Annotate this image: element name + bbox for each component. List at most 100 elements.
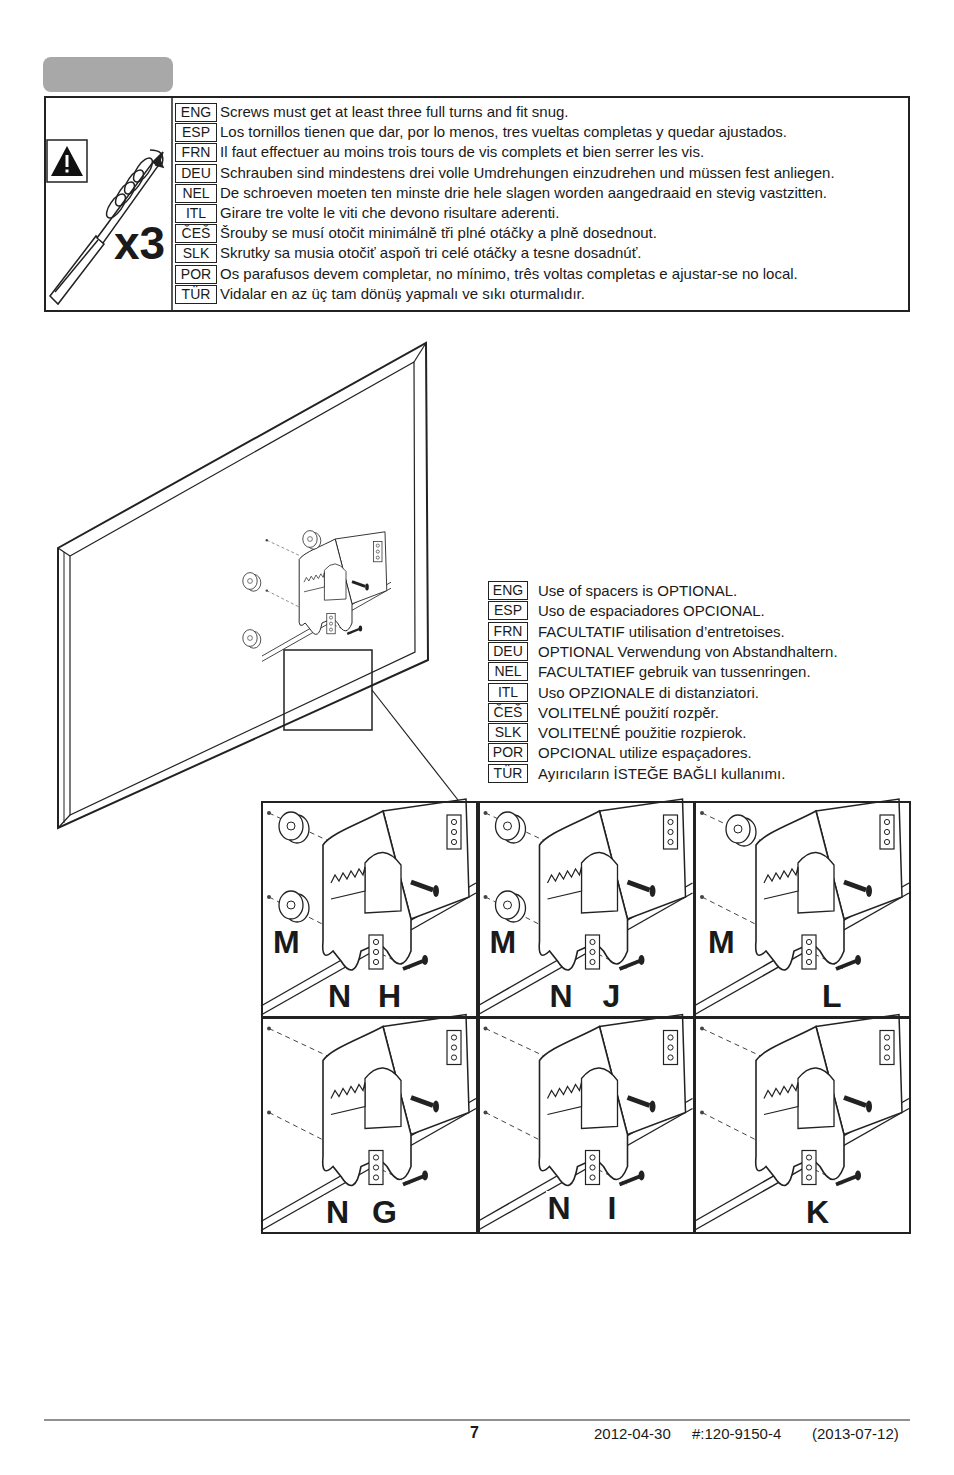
instruction-text: Screws must get at least three full turn… [220,103,569,121]
language-code-box: POR [488,743,528,762]
part-letter: M [271,925,302,959]
language-code: ESP [494,602,522,619]
language-code-box: ENG [488,581,528,600]
zoom-frame [284,650,372,730]
part-letter: L [820,979,844,1013]
language-code-box: FRN [488,622,528,641]
language-code-box: ČEŠ [175,224,217,243]
language-code-box: SLK [488,723,528,742]
language-code-box: SLK [175,244,217,263]
language-code: SLK [183,245,209,262]
zoom-leader [372,690,458,800]
spacer-note: FACULTATIF utilisation d’entretoises. [538,622,785,641]
language-code: POR [493,744,523,761]
detail-panel: NG [261,1017,478,1234]
revision-date: (2013-07-12) [812,1424,899,1443]
language-code: ITL [186,205,206,222]
instruction-text: Los tornillos tienen que dar, por lo men… [220,123,787,141]
language-code-box: DEU [175,164,217,183]
part-letter: N [546,1191,573,1225]
part-letter: H [376,979,403,1013]
language-code: ČEŠ [182,225,211,242]
detail-panel-art [694,1015,911,1234]
instruction-text: Girare tre volte le viti che devono risu… [220,204,559,222]
instruction-text: Schrauben sind mindestens drei volle Umd… [220,164,835,182]
language-code: ČEŠ [494,704,523,721]
detail-panel: K [694,1017,911,1234]
instruction-text: Il faut effectuer au moins trois tours d… [220,143,704,161]
language-code-box: ITL [488,683,528,702]
spacer-note: FACULTATIEF gebruik van tussenringen. [538,662,811,681]
spacer-note: VOLITELNÉ použití rozpěr. [538,703,719,722]
language-code-box: FRN [175,143,217,162]
spacer-note: Use of spacers is OPTIONAL. [538,581,737,600]
language-code: TÜR [494,765,523,782]
part-letter: K [804,1195,831,1229]
spacer-note: VOLITEĽNÉ použitie rozpierok. [538,723,746,742]
warning-icon [47,140,87,182]
detail-panel-art [261,799,478,1018]
language-code: NEL [494,663,521,680]
footer-rule [44,1420,910,1421]
part-letter: I [606,1191,619,1225]
instruction-text: Os parafusos devem completar, no mínimo,… [220,265,798,283]
detail-panel: MNH [261,801,478,1018]
tv-screen [58,343,428,828]
detail-panel: ML [694,801,911,1018]
page-number: 7 [470,1423,479,1442]
detail-panel-art [694,799,911,1018]
detail-panel: MNJ [478,801,695,1018]
language-code-box: ČEŠ [488,703,528,722]
language-code: NEL [182,185,209,202]
language-code-box: NEL [175,184,217,203]
document-number: #:120-9150-4 [692,1424,781,1443]
language-code-box: DEU [488,642,528,661]
language-code: POR [181,266,211,283]
print-date: 2012-04-30 [594,1424,671,1443]
section-tab [43,57,173,92]
instruction-text: Šrouby se musí otočit minimálně tři plné… [220,224,657,242]
wall-plate-bracket [243,531,391,662]
language-code-box: NEL [488,662,528,681]
language-code-box: ENG [175,103,217,122]
instruction-text: De schroeven moeten ten minste drie hele… [220,184,827,202]
detail-panel-art [478,1015,695,1234]
language-code: DEU [493,643,523,660]
spacer-note: OPCIONAL utilize espaçadores. [538,743,752,762]
part-letter: J [601,979,623,1013]
language-code-box: ITL [175,204,217,223]
part-letter: N [548,979,575,1013]
spacer-note: Uso OPZIONALE di distanziatori. [538,683,759,702]
detail-panel-art [478,799,695,1018]
instruction-text: Vidalar en az üç tam dönüş yapmalı ve sı… [220,285,585,303]
instruction-text: Skrutky sa musia otočiť aspoň tri celé o… [220,244,641,262]
language-code: SLK [495,724,521,741]
language-code: FRN [494,623,523,640]
language-code: ESP [182,124,210,141]
part-letter: M [488,925,519,959]
language-code: ENG [493,582,523,599]
spacer-note: OPTIONAL Verwendung von Abstandhaltern. [538,642,838,661]
spacer-note: Uso de espaciadores OPCIONAL. [538,601,765,620]
language-code: TÜR [182,286,211,303]
language-code: FRN [182,144,211,161]
part-letter: N [324,1195,351,1229]
part-letter: N [326,979,353,1013]
warning-box: x3 Screws must get at least three full tu… [44,96,910,312]
language-code-box: ESP [175,123,217,142]
divider [171,97,173,311]
part-letter: G [370,1195,399,1229]
part-letter: M [706,925,737,959]
detail-panels [261,799,911,1234]
language-code-box: TÜR [488,764,528,783]
language-code: DEU [181,165,211,182]
language-code-box: TÜR [175,285,217,304]
spacer-note: Ayırıcıların İSTEĞE BAĞLI kullanımı. [538,764,785,783]
detail-panel-art [261,1015,478,1234]
language-code-box: ESP [488,601,528,620]
language-code-box: POR [175,265,217,284]
quantity-mark: x3 [114,220,165,266]
language-code: ENG [181,104,211,121]
detail-panel: NI [478,1017,695,1234]
